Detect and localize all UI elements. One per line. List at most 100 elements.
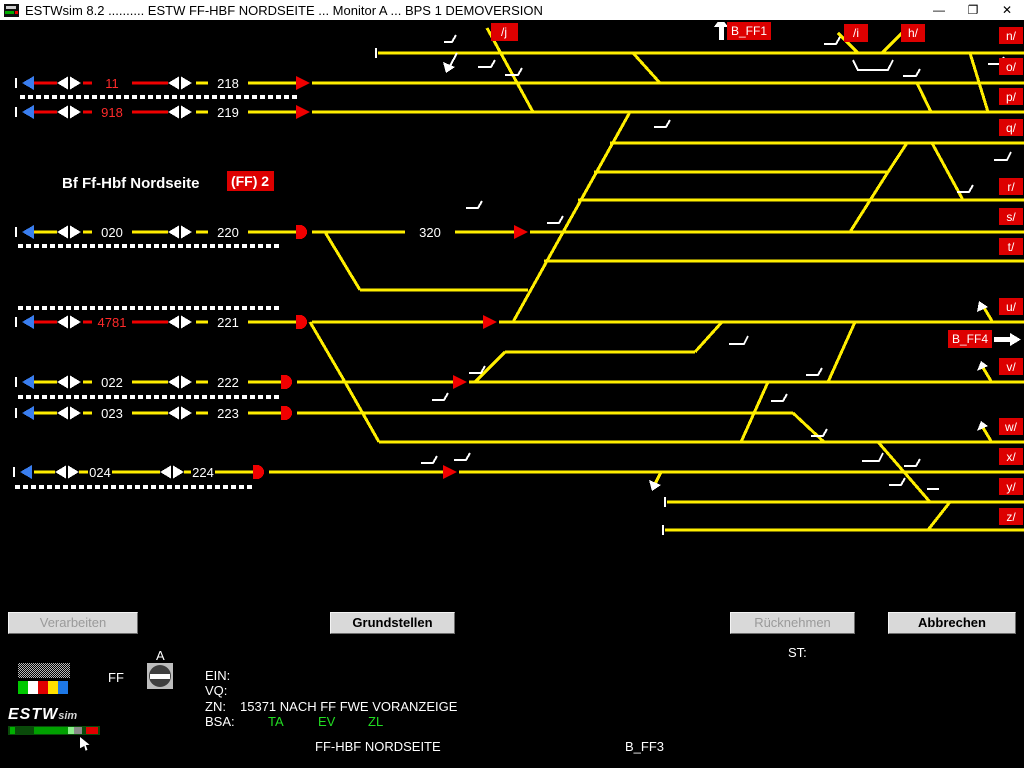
track-number: 918 — [101, 105, 123, 120]
palette-green-swatch[interactable] — [18, 681, 28, 694]
signal-markers — [253, 76, 528, 479]
signal-bracket — [852, 59, 894, 71]
track-lines — [34, 27, 1024, 532]
exit-label-box[interactable] — [999, 448, 1023, 465]
route-label-box[interactable] — [491, 23, 518, 41]
route-label: B_FF1 — [731, 24, 767, 38]
direction-arrow-icon — [70, 225, 81, 239]
exit-label-box[interactable] — [999, 238, 1023, 255]
signal-marker[interactable] — [296, 105, 310, 119]
logo-estw: ESTW — [8, 706, 59, 723]
direction-arrow-icon — [168, 76, 179, 90]
signal-marker[interactable] — [483, 315, 497, 329]
direction-arrow-icon — [55, 465, 66, 479]
diagram-arrows — [443, 17, 1021, 491]
footer-station-name: FF-HBF NORDSEITE — [315, 739, 441, 754]
track-number: 320 — [419, 225, 441, 240]
exit-label-box[interactable] — [999, 418, 1023, 435]
signal-marker[interactable] — [253, 465, 264, 479]
exit-label-box[interactable] — [999, 178, 1023, 195]
signal-marker[interactable] — [443, 465, 457, 479]
exit-label-box[interactable] — [999, 298, 1023, 315]
signal-marker[interactable] — [296, 76, 310, 90]
palette-yellow-swatch[interactable] — [48, 681, 58, 694]
switch-diagonal — [886, 142, 909, 173]
direction-arrow-icon — [168, 225, 179, 239]
dither-block — [18, 663, 70, 678]
exit-label-box[interactable] — [999, 358, 1023, 375]
footer-block-label: B_FF3 — [625, 739, 665, 754]
signal-marker[interactable] — [281, 406, 292, 420]
switch-diagonal — [791, 411, 826, 444]
exit-label-box[interactable] — [999, 58, 1023, 75]
mouse-cursor-icon — [80, 737, 90, 751]
direction-arrow-icon — [173, 465, 184, 479]
close-button[interactable]: ✕ — [1001, 3, 1013, 17]
switch-diagonal — [631, 51, 662, 85]
abbrechen-button[interactable]: Abbrechen — [888, 612, 1016, 634]
zn-label: ZN: — [205, 699, 226, 714]
exit-label-box[interactable] — [999, 208, 1023, 225]
exit-label: p/ — [1006, 90, 1017, 104]
ruecknehmen-button[interactable]: Rücknehmen — [730, 612, 855, 634]
direction-arrow-icon — [168, 105, 179, 119]
palette-white-swatch[interactable] — [28, 681, 38, 694]
track-labels: 11 218 918 219 020 220 320 4781 221 022 … — [89, 76, 441, 480]
exit-labels: n/ o/ p/ q/ r/ s/ t/ u/ v/ w/ x/ y/ z/ — [999, 27, 1023, 525]
route-label-box[interactable] — [844, 24, 868, 42]
signal-bracket — [957, 184, 974, 193]
signal-marker[interactable] — [296, 315, 307, 329]
direction-arrow-icon — [70, 375, 81, 389]
bff4-right-arrow-icon — [994, 337, 1011, 342]
direction-arrow-icon — [181, 406, 192, 420]
exit-arrow-icon — [977, 301, 988, 312]
platform-edges — [15, 95, 300, 489]
direction-arrow-icon — [70, 105, 81, 119]
route-label: /i — [853, 26, 859, 40]
direction-arrow-pairs — [55, 76, 192, 479]
vq-label: VQ: — [205, 683, 228, 698]
exit-label-box[interactable] — [999, 508, 1023, 525]
minimize-button[interactable]: — — [933, 3, 945, 17]
exit-label-box[interactable] — [999, 119, 1023, 136]
signal-bracket — [889, 477, 906, 486]
bsa-value-ev: EV — [318, 714, 336, 729]
signal-marker[interactable] — [453, 375, 467, 389]
logo-sim: sim — [58, 710, 78, 722]
signal-bracket — [478, 59, 496, 68]
track-number: 11 — [105, 76, 119, 91]
entry-arrow-icon — [22, 406, 34, 420]
shunt-arrow-icon — [443, 62, 455, 73]
signal-marker[interactable] — [296, 225, 307, 239]
route-label-box[interactable] — [901, 24, 925, 42]
signal-marker[interactable] — [281, 375, 292, 389]
direction-arrow-icon — [70, 406, 81, 420]
route-label-box[interactable] — [948, 330, 992, 348]
exit-label-box[interactable] — [999, 478, 1023, 495]
signal-marker[interactable] — [514, 225, 528, 239]
entry-arrow-icon — [22, 76, 34, 90]
direction-arrow-icon — [57, 105, 68, 119]
zn-value: 15371 NACH FF FWE VORANZEIGE — [240, 699, 458, 714]
route-label: h/ — [908, 26, 919, 40]
route-label-box[interactable] — [727, 22, 771, 40]
signal-bracket — [862, 452, 884, 462]
bsa-label: BSA: — [205, 714, 235, 729]
maximize-button[interactable]: ❐ — [967, 3, 979, 17]
signal-bracket — [547, 215, 564, 224]
signal-bracket — [469, 365, 486, 374]
palette-red-swatch[interactable] — [38, 681, 48, 694]
mode-knob[interactable] — [147, 663, 173, 689]
signal-bracket — [729, 335, 749, 345]
signal-bracket — [806, 367, 823, 376]
color-palette — [18, 681, 68, 694]
grundstellen-button[interactable]: Grundstellen — [330, 612, 455, 634]
exit-label-box[interactable] — [999, 27, 1023, 44]
verarbeiten-button[interactable]: Verarbeiten — [8, 612, 138, 634]
route-label: /j — [501, 25, 507, 39]
exit-label-box[interactable] — [999, 88, 1023, 105]
track-number: 223 — [217, 406, 239, 421]
direction-arrow-icon — [57, 406, 68, 420]
switch-diagonal — [836, 31, 860, 55]
palette-blue-swatch[interactable] — [58, 681, 68, 694]
